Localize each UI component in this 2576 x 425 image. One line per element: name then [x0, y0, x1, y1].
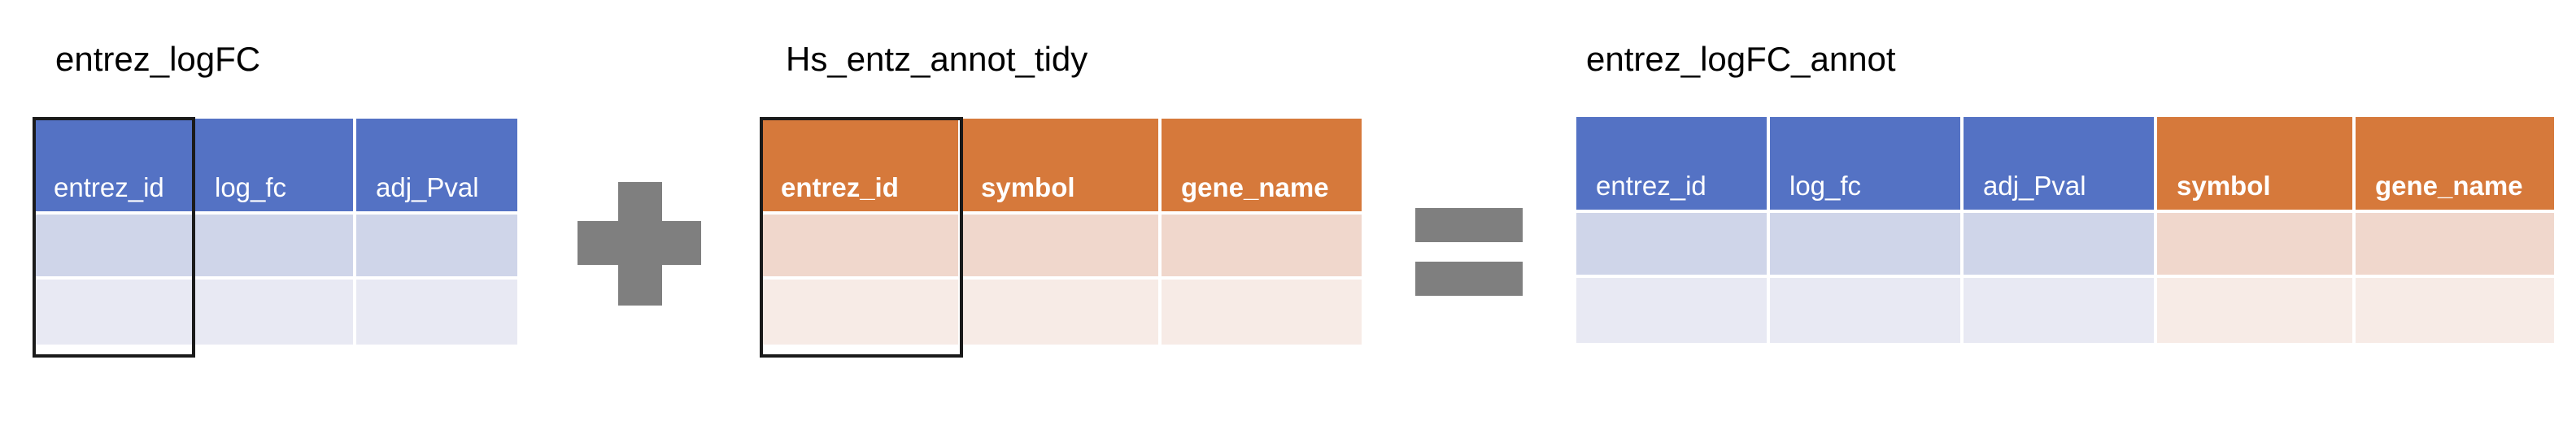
table-cell	[2157, 213, 2356, 278]
table-cell	[1964, 278, 2157, 343]
table-header-row: entrez_id log_fc adj_Pval symbol gene_na…	[1576, 117, 2554, 213]
column-header-entrez-id: entrez_id	[34, 119, 195, 215]
table-hs-entz-annot-tidy: entrez_id symbol gene_name	[761, 119, 1362, 345]
table-cell	[1162, 215, 1362, 280]
table-cell	[34, 215, 195, 280]
table-row	[1576, 278, 2554, 343]
table-row	[761, 280, 1362, 345]
table-cell	[761, 215, 961, 280]
table-cell	[195, 215, 356, 280]
column-header-symbol: symbol	[2157, 117, 2356, 213]
column-header-symbol: symbol	[961, 119, 1162, 215]
table-cell	[1964, 213, 2157, 278]
table-cell	[1770, 278, 1964, 343]
table-cell	[356, 280, 517, 345]
table-header-row: entrez_id log_fc adj_Pval	[34, 119, 517, 215]
table-cell	[1576, 213, 1770, 278]
table-cell	[34, 280, 195, 345]
table-cell	[1162, 280, 1362, 345]
table-cell	[961, 280, 1162, 345]
equals-bar-top	[1415, 208, 1523, 242]
table-cell	[761, 280, 961, 345]
table-title-hs-entz-annot-tidy: Hs_entz_annot_tidy	[786, 40, 1088, 78]
column-header-entrez-id: entrez_id	[761, 119, 961, 215]
column-header-entrez-id: entrez_id	[1576, 117, 1770, 213]
column-header-gene-name: gene_name	[2356, 117, 2554, 213]
table-cell	[1770, 213, 1964, 278]
table-row	[1576, 213, 2554, 278]
table-title-entrez-logfc-annot: entrez_logFC_annot	[1586, 40, 1896, 78]
table-cell	[2157, 278, 2356, 343]
table-entrez-logfc-annot: entrez_id log_fc adj_Pval symbol gene_na…	[1576, 117, 2554, 343]
column-header-gene-name: gene_name	[1162, 119, 1362, 215]
column-header-log-fc: log_fc	[195, 119, 356, 215]
equals-bar-bottom	[1415, 262, 1523, 296]
table-cell	[2356, 213, 2554, 278]
column-header-log-fc: log_fc	[1770, 117, 1964, 213]
plus-bar-vertical	[618, 182, 662, 306]
table-row	[761, 215, 1362, 280]
column-header-adj-pval: adj_Pval	[1964, 117, 2157, 213]
table-row	[34, 215, 517, 280]
table-cell	[2356, 278, 2554, 343]
table-header-row: entrez_id symbol gene_name	[761, 119, 1362, 215]
table-entrez-logfc: entrez_id log_fc adj_Pval	[34, 119, 517, 345]
table-cell	[356, 215, 517, 280]
table-title-entrez-logfc: entrez_logFC	[55, 40, 261, 78]
table-row	[34, 280, 517, 345]
column-header-adj-pval: adj_Pval	[356, 119, 517, 215]
table-cell	[961, 215, 1162, 280]
table-cell	[1576, 278, 1770, 343]
table-cell	[195, 280, 356, 345]
